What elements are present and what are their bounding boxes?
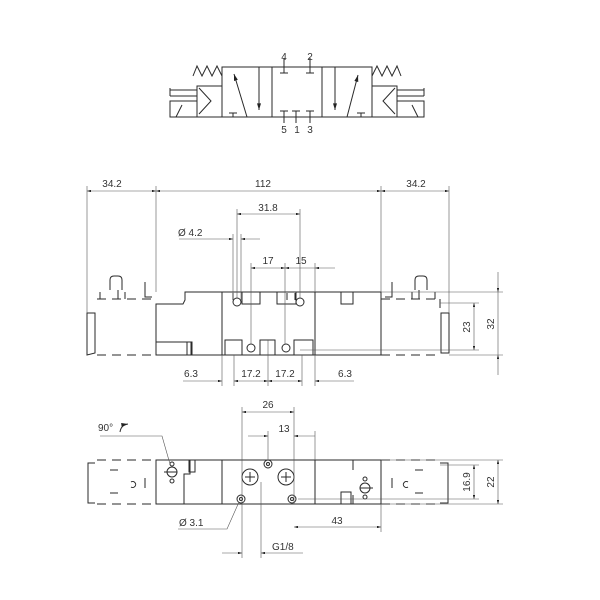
- dim-15: 15: [295, 256, 307, 267]
- dim-height-23: 23: [462, 321, 473, 333]
- dim-hole-diameter: Ø 4.2: [178, 228, 203, 239]
- dim-bottom-2: 17.2: [241, 369, 261, 380]
- dim-bottom-3: 17.2: [275, 369, 295, 380]
- port-label-2: 2: [307, 52, 313, 63]
- port-label-3: 3: [307, 125, 313, 136]
- port-label-1: 1: [294, 125, 300, 136]
- pneumatic-symbol: [169, 58, 425, 123]
- port-label-4: 4: [281, 52, 287, 63]
- rotate-arrow-icon: [119, 422, 129, 433]
- dim-total-length: 112: [255, 179, 271, 190]
- dim-right-coil: 34.2: [406, 179, 426, 190]
- dim-hole-spacing: 31.8: [258, 203, 278, 214]
- bottom-view: [87, 407, 503, 558]
- dim-16-9: 16.9: [462, 472, 473, 492]
- rotation-label: 90°: [98, 423, 113, 434]
- port-label-5: 5: [281, 125, 287, 136]
- dim-height-32: 32: [486, 318, 497, 330]
- dim-13: 13: [278, 424, 290, 435]
- dim-26: 26: [262, 400, 274, 411]
- thread-label: G1/8: [272, 542, 294, 553]
- dim-bottom-4: 6.3: [338, 369, 352, 380]
- dim-17: 17: [262, 256, 274, 267]
- dim-22: 22: [486, 476, 497, 488]
- dim-43: 43: [331, 516, 343, 527]
- dim-bottom-1: 6.3: [184, 369, 198, 380]
- side-view: [86, 186, 503, 386]
- dim-left-coil: 34.2: [102, 179, 122, 190]
- dim-mount-hole-diameter: Ø 3.1: [179, 518, 204, 529]
